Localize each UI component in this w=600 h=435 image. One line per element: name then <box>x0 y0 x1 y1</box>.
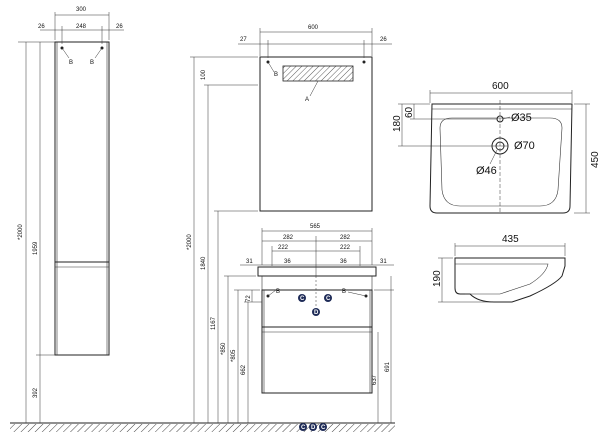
badge-c1 <box>298 294 306 302</box>
mirror-h-1840: 1840 <box>201 256 207 270</box>
mirror-label-b: B <box>274 72 278 78</box>
vanity-w-282a: 282 <box>283 235 294 241</box>
mirror: B A 600 27 26 <box>238 25 392 212</box>
sink-offset-60: 60 <box>404 106 415 118</box>
column-body-height: 1959 <box>33 241 39 255</box>
sink-hole-35: Ø35 <box>511 112 532 124</box>
vanity-w-31b: 31 <box>380 259 387 265</box>
badge-bottom-2-label: D <box>311 425 316 431</box>
vanity-w-31a: 31 <box>246 259 253 265</box>
column-leg-height: 392 <box>33 387 39 398</box>
vanity-label-b3: B <box>276 289 280 295</box>
mirror-right: 26 <box>380 37 387 43</box>
badge-d <box>312 308 320 316</box>
sink-width: 600 <box>492 81 509 92</box>
mirror-left: 27 <box>240 37 247 43</box>
sink-side-view: 435 190 <box>432 234 566 303</box>
column-side-left: 26 <box>38 24 45 30</box>
vanity-w-282b: 282 <box>340 235 351 241</box>
vanity-h-662: 662 <box>241 364 247 375</box>
badge-bottom-3 <box>319 423 327 431</box>
badge-bottom-3-label: C <box>321 425 326 431</box>
sink-side-depth: 435 <box>502 234 519 245</box>
badge-bottom-1-label: C <box>301 425 306 431</box>
mirror-h-total: *2000 <box>187 234 193 250</box>
vanity-h-1167: 1167 <box>211 316 217 330</box>
mirror-h-100: 100 <box>201 69 207 80</box>
vanity-w-36b: 36 <box>340 259 347 265</box>
vanity-h-805: *805 <box>231 349 237 362</box>
column-width: 300 <box>76 7 87 13</box>
sink-depth-180: 180 <box>392 115 403 132</box>
badge-c2-label: C <box>326 296 331 302</box>
column-inner-width: 248 <box>76 24 87 30</box>
badge-c1-label: C <box>300 296 305 302</box>
badge-bottom-2 <box>309 423 317 431</box>
vanity-w-222b: 222 <box>340 245 351 251</box>
mirror-width: 600 <box>308 25 319 31</box>
sink-side-height: 190 <box>432 270 443 287</box>
sink-depth: 450 <box>590 151 600 168</box>
badge-bottom-1 <box>299 423 307 431</box>
vanity-cabinet: B B C C D C D C 565 282 282 222 222 31 3… <box>240 224 394 431</box>
vanity-label-b4: B <box>342 289 346 295</box>
vanity-h-637: 637 <box>372 374 378 385</box>
badge-d-label: D <box>314 310 319 316</box>
height-dimensions: *2000 1840 100 1167 *850 *805 662 72 <box>187 56 262 423</box>
sink-hole-46: Ø46 <box>476 165 497 177</box>
column-total-height: *2000 <box>18 224 24 240</box>
sink-hole-70: Ø70 <box>514 140 535 152</box>
vanity-h-691: 691 <box>385 361 391 372</box>
floor <box>10 422 395 432</box>
vanity-h-850: *850 <box>221 342 227 355</box>
column-cabinet: B B 300 26 248 26 *2000 1959 392 <box>18 7 124 423</box>
vanity-h-72: 72 <box>246 295 252 302</box>
mirror-label-a: A <box>305 97 309 103</box>
vanity-w-565: 565 <box>310 224 321 230</box>
sink-top-view: Ø35 Ø70 Ø46 600 450 60 180 <box>392 81 600 214</box>
badge-c2 <box>324 294 332 302</box>
column-label-b2: B <box>90 60 94 66</box>
vanity-w-36a: 36 <box>284 259 291 265</box>
column-side-right: 26 <box>116 24 123 30</box>
vanity-w-222a: 222 <box>278 245 289 251</box>
column-label-b1: B <box>69 60 73 66</box>
